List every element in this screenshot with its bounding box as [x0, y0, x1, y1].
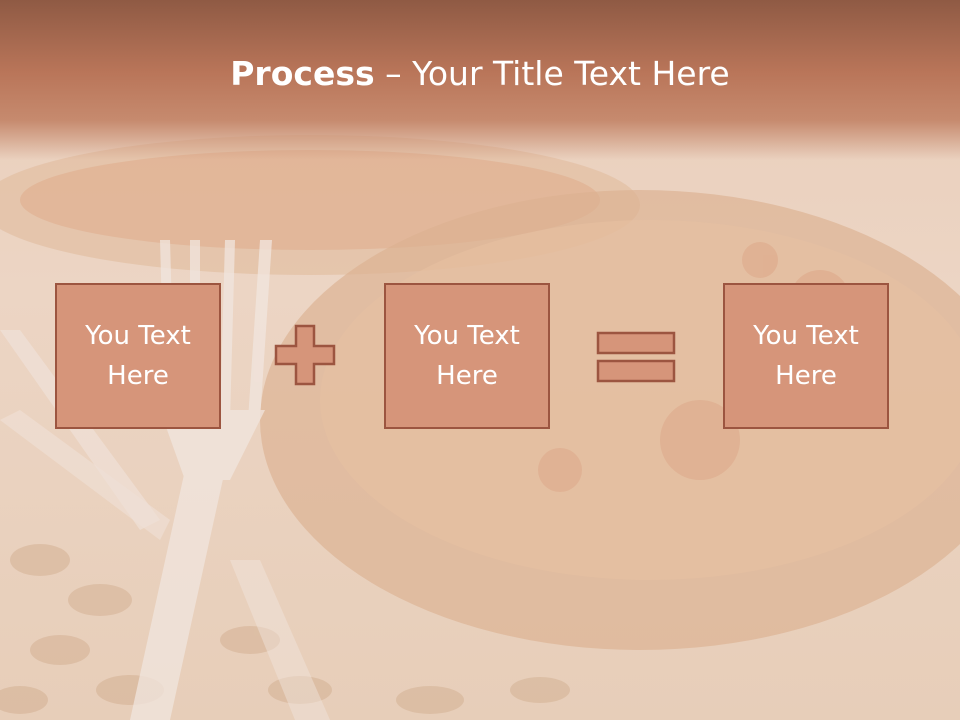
process-box-3-text: You Text Here: [753, 321, 859, 391]
process-box-2[interactable]: You Text Here: [384, 283, 550, 429]
process-box-3[interactable]: You Text Here: [723, 283, 889, 429]
process-box-2-text: You Text Here: [414, 321, 520, 391]
process-box-1-text: You Text Here: [85, 321, 191, 391]
plus-icon: [274, 324, 336, 386]
title-rest-part: – Your Title Text Here: [374, 54, 730, 93]
equals-icon: [596, 331, 676, 383]
slide-title: Process – Your Title Text Here: [0, 52, 960, 96]
title-bold-part: Process: [230, 54, 375, 93]
title-band: [0, 0, 960, 160]
process-box-1[interactable]: You Text Here: [55, 283, 221, 429]
